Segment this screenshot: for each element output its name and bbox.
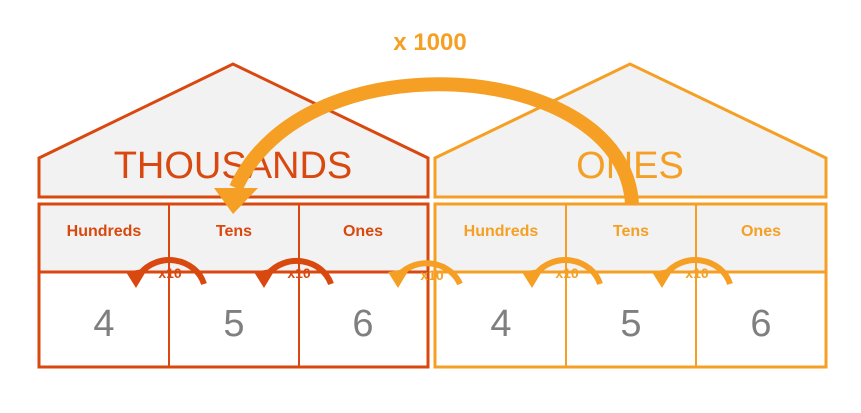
x1000-arrowhead xyxy=(214,188,258,214)
x10-arrowhead-5 xyxy=(652,268,674,288)
curved-arrow-icon xyxy=(229,77,639,206)
ones-col-hundreds: Hundreds xyxy=(464,223,539,240)
x10-arrowhead-2 xyxy=(254,268,276,288)
thousands-digit-row xyxy=(37,270,430,369)
thousands-roof xyxy=(37,62,430,199)
thousands-digit-ones: 6 xyxy=(352,303,373,345)
x10-label-3: x10 xyxy=(420,267,444,283)
x10-arrowhead-4 xyxy=(522,268,544,288)
curved-arrow-icon xyxy=(137,257,207,286)
ones-digit-tens: 5 xyxy=(620,303,641,345)
ones-col-tens: Tens xyxy=(613,223,649,240)
ones-house: ONES Hundreds Tens Ones 4 5 6 xyxy=(433,62,828,369)
ones-digit-hundreds: 4 xyxy=(490,303,511,345)
x10-arrow-3: x10 xyxy=(388,260,463,288)
x1000-arrow: x 1000 xyxy=(214,29,639,214)
curved-arrow-icon xyxy=(663,257,733,286)
thousands-digit-tens: 5 xyxy=(223,303,244,345)
ones-digit-ones: 6 xyxy=(750,303,771,345)
x1000-label: x 1000 xyxy=(393,29,466,56)
x10-arrow-2: x10 xyxy=(254,257,334,288)
x10-label-2: x10 xyxy=(287,265,311,281)
curved-arrow-icon xyxy=(533,257,603,286)
ones-col-ones: Ones xyxy=(741,223,781,240)
x10-arrow-1: x10 xyxy=(126,257,207,288)
x10-label-4: x10 xyxy=(555,265,579,281)
thousands-header-row xyxy=(37,202,430,274)
thousands-col-ones: Ones xyxy=(343,223,383,240)
x10-arrowhead-3 xyxy=(388,268,410,288)
thousands-house: THOUSANDS Hundreds Tens Ones 4 5 6 xyxy=(37,62,430,369)
x10-arrow-4: x10 xyxy=(522,257,603,288)
thousands-col-tens: Tens xyxy=(216,223,252,240)
curved-arrow-icon xyxy=(265,257,334,286)
ones-roof xyxy=(433,62,828,199)
x10-label-5: x10 xyxy=(685,265,709,281)
thousands-col-hundreds: Hundreds xyxy=(67,223,142,240)
x10-arrowhead-1 xyxy=(126,268,148,288)
x10-label-1: x10 xyxy=(158,265,182,281)
x10-arrow-5: x10 xyxy=(652,257,733,288)
thousands-digit-hundreds: 4 xyxy=(93,303,114,345)
ones-digit-row xyxy=(433,270,828,369)
